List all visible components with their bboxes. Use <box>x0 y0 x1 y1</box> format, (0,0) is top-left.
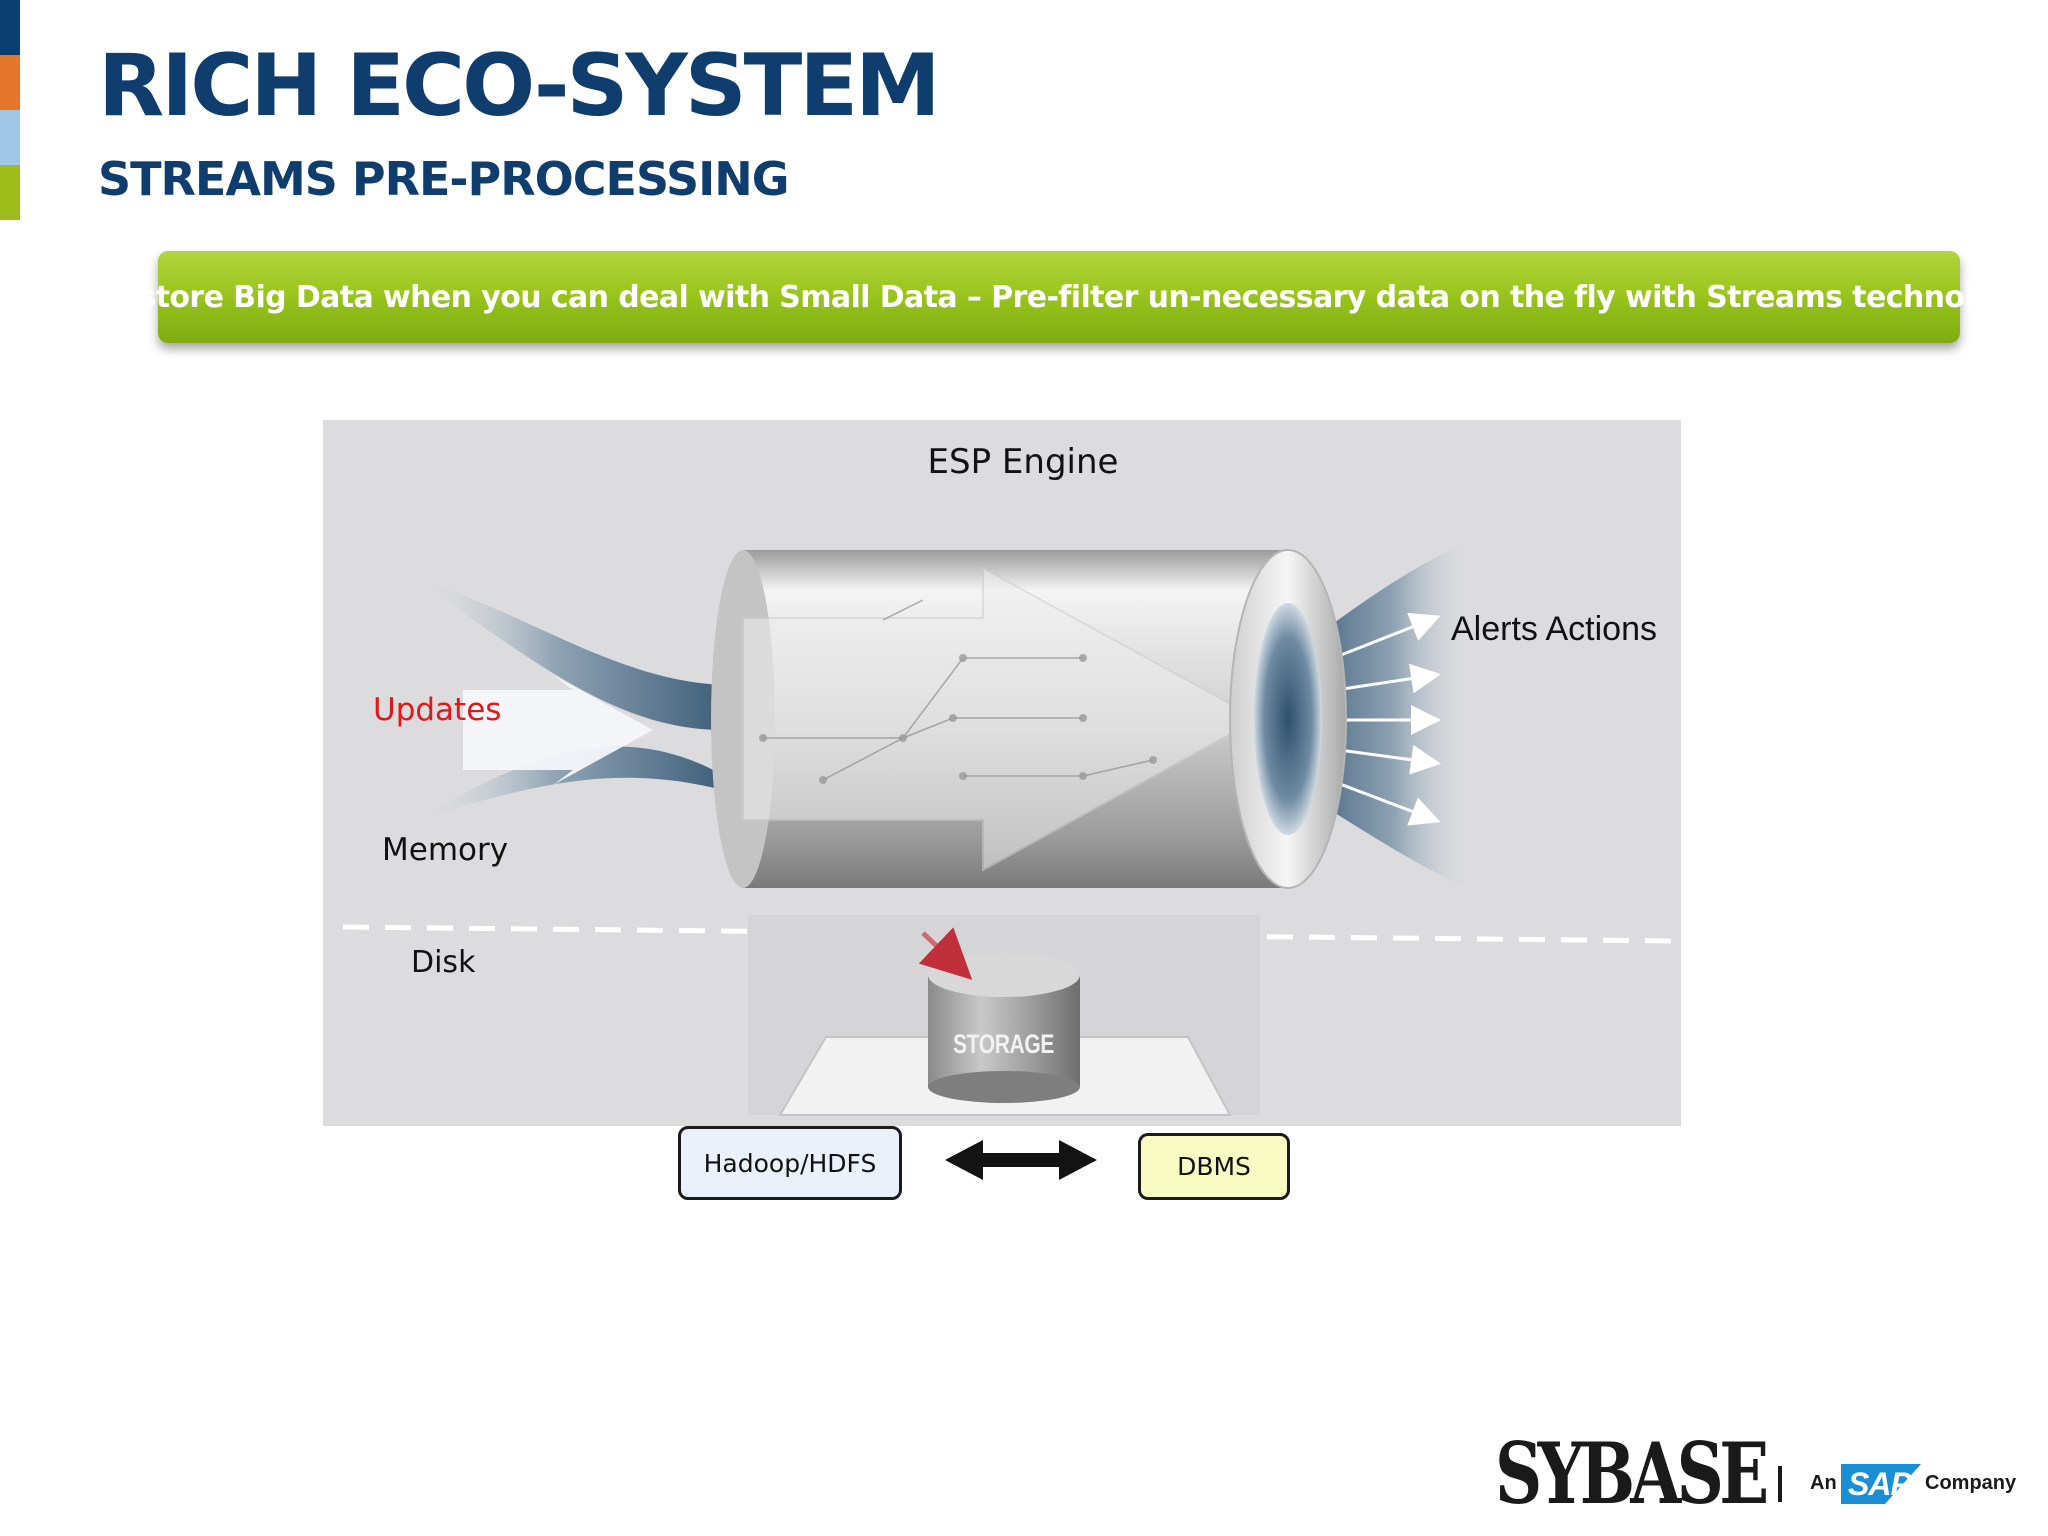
slide-title: RICH ECO-SYSTEM <box>98 36 941 136</box>
updates-label: Updates <box>373 692 502 728</box>
alerts-actions-label: Alerts Actions <box>1451 610 1657 648</box>
memory-disk-divider <box>342 924 1676 944</box>
inflow-upper-stream <box>418 580 723 730</box>
memory-label: Memory <box>382 832 509 868</box>
accent-segment-navy <box>0 0 20 55</box>
storage-label: STORAGE <box>953 1029 1055 1059</box>
diagram-graphic <box>342 540 1676 1116</box>
logo-company-text: Company <box>1925 1472 2017 1494</box>
bidirectional-arrow-icon <box>945 1140 1097 1180</box>
sybase-wordmark: SYBASE <box>1495 1424 1769 1523</box>
logo-separator <box>1778 1466 1782 1502</box>
sybase-logo: SYBASE An SAP Company <box>1495 1426 2035 1521</box>
esp-diagram: ESP Engine Updates Memory Disk Alerts Ac… <box>323 420 1681 1126</box>
hadoop-hdfs-box: Hadoop/HDFS <box>678 1126 902 1200</box>
esp-engine-cylinder <box>711 549 1347 889</box>
esp-engine-label: ESP Engine <box>927 442 1119 482</box>
banner-callout: Why store Big Data when you can deal wit… <box>56 251 2048 343</box>
accent-bar <box>0 0 20 222</box>
inflow-lower-stream <box>418 746 723 820</box>
storage-cylinder <box>928 953 1080 1103</box>
dbms-box: DBMS <box>1138 1133 1290 1200</box>
inflow-arrow <box>463 675 653 785</box>
logo-an-text: An <box>1810 1472 1837 1494</box>
disk-label: Disk <box>411 945 476 980</box>
sap-wordmark: SAP <box>1848 1466 1912 1502</box>
slide-subtitle: STREAMS PRE-PROCESSING <box>98 152 790 206</box>
accent-segment-green <box>0 165 20 220</box>
accent-segment-light-blue <box>0 110 20 165</box>
sap-badge-icon <box>1841 1464 1921 1504</box>
accent-segment-orange <box>0 55 20 110</box>
write-arrow <box>918 927 973 980</box>
